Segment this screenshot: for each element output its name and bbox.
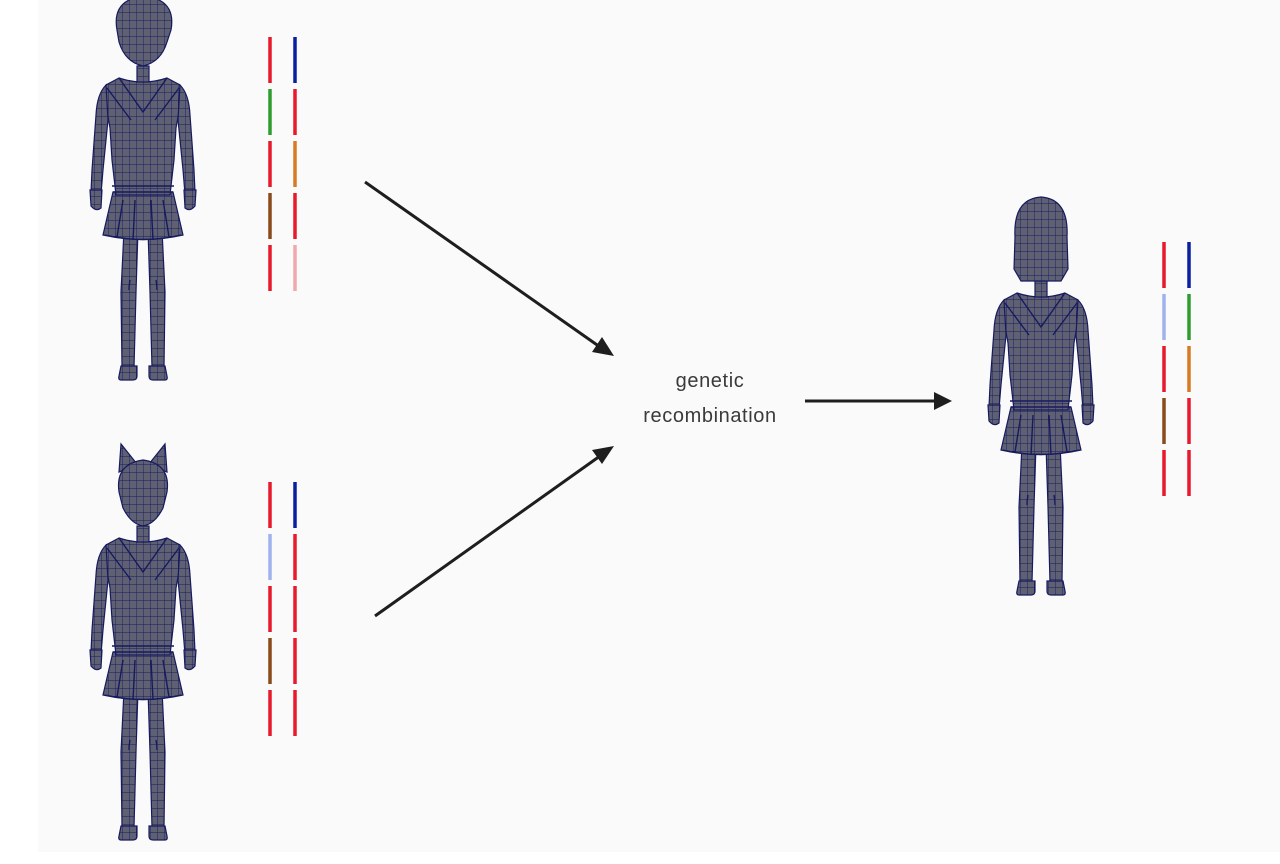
gene-segment-parent-bottom-right-3 bbox=[293, 586, 297, 632]
parent-figure-top bbox=[89, 0, 197, 381]
gene-segment-parent-bottom-left-1 bbox=[268, 482, 272, 528]
chromosome-gene-bars bbox=[268, 37, 1191, 736]
gene-segment-child-right-4 bbox=[1187, 398, 1191, 444]
gene-segment-parent-top-left-4 bbox=[268, 193, 272, 239]
gene-segment-child-right-1 bbox=[1187, 242, 1191, 288]
gene-segment-parent-top-right-3 bbox=[293, 141, 297, 187]
recombination-label-line-1: genetic bbox=[675, 370, 745, 392]
gene-segment-parent-bottom-right-1 bbox=[293, 482, 297, 528]
gene-segment-parent-bottom-left-4 bbox=[268, 638, 272, 684]
gene-segment-child-right-3 bbox=[1187, 346, 1191, 392]
gene-segment-parent-bottom-left-3 bbox=[268, 586, 272, 632]
arrow-top-parent-to-recombination bbox=[364, 180, 614, 356]
gene-segment-child-left-1 bbox=[1162, 242, 1166, 288]
gene-segment-parent-bottom-right-4 bbox=[293, 638, 297, 684]
child-figure bbox=[987, 196, 1095, 596]
recombination-label-line-2: recombination bbox=[643, 405, 777, 427]
gene-segment-parent-bottom-left-5 bbox=[268, 690, 272, 736]
arrow-bottom-parent-to-recombination bbox=[374, 446, 614, 618]
gene-segment-parent-top-right-1 bbox=[293, 37, 297, 83]
gene-segment-parent-top-right-4 bbox=[293, 193, 297, 239]
gene-segment-child-left-2 bbox=[1162, 294, 1166, 340]
gene-segment-parent-top-right-2 bbox=[293, 89, 297, 135]
gene-segment-child-right-5 bbox=[1187, 450, 1191, 496]
gene-segment-parent-bottom-right-5 bbox=[293, 690, 297, 736]
gene-segment-parent-bottom-right-2 bbox=[293, 534, 297, 580]
gene-segment-parent-bottom-left-2 bbox=[268, 534, 272, 580]
gene-segment-child-left-5 bbox=[1162, 450, 1166, 496]
gene-segment-child-left-4 bbox=[1162, 398, 1166, 444]
gene-segment-parent-top-left-5 bbox=[268, 245, 272, 291]
gene-segment-parent-top-left-3 bbox=[268, 141, 272, 187]
gene-segment-parent-top-left-1 bbox=[268, 37, 272, 83]
gene-segment-parent-top-left-2 bbox=[268, 89, 272, 135]
gene-segment-parent-top-right-5 bbox=[293, 245, 297, 291]
parent-figure-bottom bbox=[89, 442, 197, 841]
gene-segment-child-left-3 bbox=[1162, 346, 1166, 392]
arrow-recombination-to-child bbox=[805, 392, 952, 410]
gene-segment-child-right-2 bbox=[1187, 294, 1191, 340]
